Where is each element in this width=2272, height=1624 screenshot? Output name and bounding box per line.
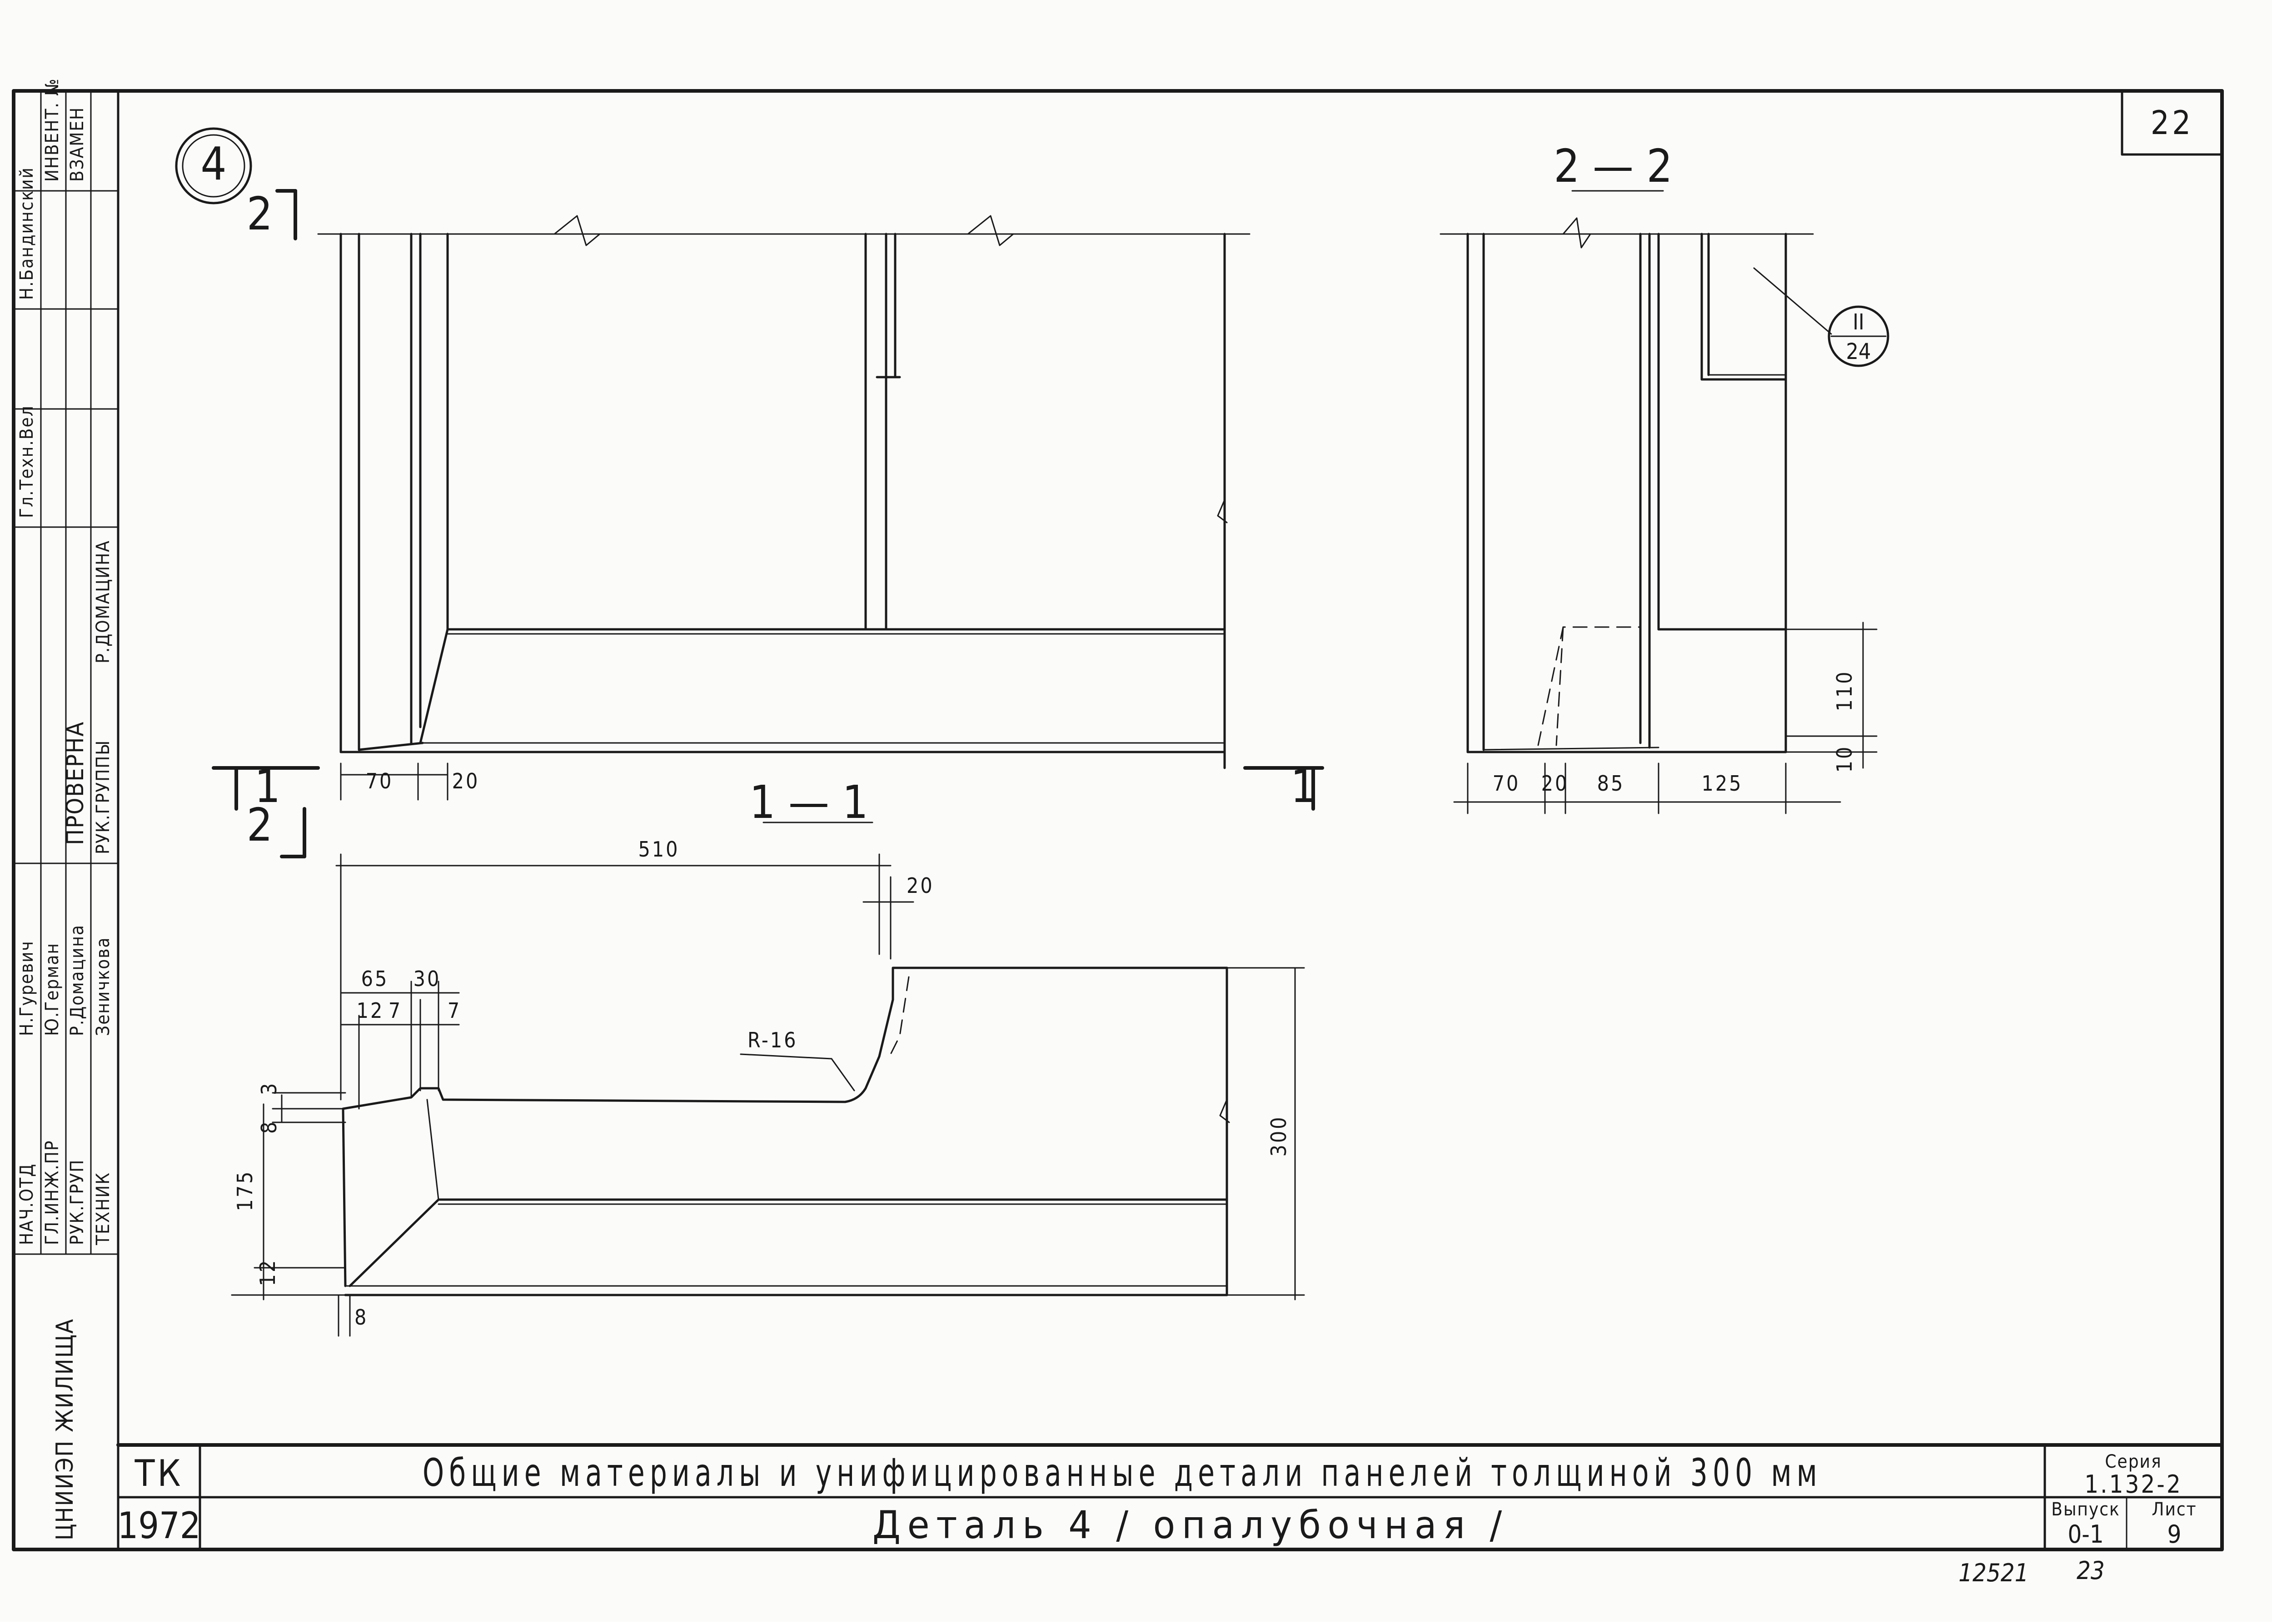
ref-denominator: 24 — [1846, 339, 1871, 364]
front-view: 2 70 20 1 — [212, 187, 1324, 858]
series-label: Серия — [2105, 1451, 2162, 1472]
stamp-row-3-name: Р.Домацина — [67, 924, 88, 1036]
s22-dim-10: 10 — [1832, 745, 1857, 773]
stamp-inv-label: ИНВЕНТ. № — [42, 78, 63, 182]
cut-2-bottom: 2 — [247, 798, 273, 852]
series-value: 1.132-2 — [2084, 1470, 2182, 1499]
sheet-value: 9 — [2167, 1520, 2182, 1549]
s11-dim-65: 65 — [361, 966, 389, 991]
front-dim-20: 20 — [452, 769, 480, 793]
issue-value: 0-1 — [2068, 1520, 2103, 1549]
stamp-row-3-role: РУК.ГРУП — [67, 1159, 88, 1245]
s11-dim-8a: 8 — [257, 1120, 281, 1134]
s11-dim-510: 510 — [638, 837, 680, 862]
detail-marker: 4 — [175, 127, 252, 204]
s11-radius: R-16 — [747, 1028, 797, 1052]
s11-dim-3: 3 — [257, 1081, 281, 1095]
stamp-row-1-role: НАЧ.ОТД — [16, 1163, 37, 1245]
s22-dim-125: 125 — [1702, 771, 1743, 796]
s22-dim-20: 20 — [1541, 771, 1569, 796]
s11-dim-8b: 8 — [354, 1305, 368, 1330]
section-1-1: 1 — 1 510 20 65 30 12 7 7 — [231, 776, 1305, 1337]
sheet-label: Лист — [2152, 1499, 2197, 1520]
section-2-2: 2 — 2 II 24 70 20 85 125 — [1440, 139, 1889, 814]
title-line-2: Деталь 4 / опалубочная / — [872, 1503, 1509, 1547]
stamp-row-4-role: ТЕХНИК — [93, 1172, 114, 1245]
stamp-row-2-name: Ю.Герман — [42, 942, 63, 1036]
sheet-frame: 22 — [12, 89, 2224, 1551]
cut-2-top: 2 — [247, 187, 273, 240]
s22-dim-70: 70 — [1493, 771, 1520, 796]
stamp-author-label: Н.Бандинский — [16, 167, 37, 300]
stamp-vzamen: ВЗАМЕН — [67, 107, 88, 182]
s11-dim-175: 175 — [233, 1170, 257, 1211]
year: 1972 — [117, 1504, 200, 1547]
s22-dim-110: 110 — [1832, 670, 1857, 712]
front-dim-70: 70 — [366, 769, 394, 793]
stamp-row-1-name: Н.Гуревич — [16, 940, 37, 1036]
stamp-org: ЦНИИЭП ЖИЛИЩА — [51, 1318, 79, 1540]
issue-label: Выпуск — [2051, 1499, 2120, 1520]
bottom-mark-2: 23 — [2077, 1556, 2105, 1585]
stamp-row-4-name: Зеничкова — [93, 937, 114, 1036]
section-2-2-title: 2 — 2 — [1554, 139, 1673, 193]
s22-dim-85: 85 — [1597, 771, 1625, 796]
s11-dim-20: 20 — [907, 873, 934, 898]
cut-1-right: 1 — [1290, 760, 1316, 813]
stamp-group-label: РУК.ГРУППЫ — [93, 740, 114, 854]
title-block: ТК 1972 Общие материалы и унифицированны… — [116, 1443, 2224, 1551]
stamp-author-sig: Гл.Техн.Вел — [16, 405, 37, 518]
cut-1-left: 1 — [254, 760, 280, 813]
detail-number: 4 — [200, 137, 226, 190]
s11-dim-12b: 12 — [255, 1259, 280, 1286]
s11-dim-7a: 7 — [389, 998, 402, 1023]
ref-numerator: II — [1853, 309, 1864, 335]
title-line-1: Общие материалы и унифицированные детали… — [423, 1450, 1822, 1495]
stamp-checked-by: Р.ДОМАЦИНА — [93, 540, 114, 663]
bottom-mark-1: 12521 — [1958, 1559, 2029, 1587]
s11-dim-300: 300 — [1266, 1116, 1291, 1157]
section-1-1-title: 1 — 1 — [749, 776, 868, 829]
s11-dim-30: 30 — [414, 966, 441, 991]
stamp-checked-label: ПРОВЕРНА — [62, 721, 89, 845]
stamp-row-2-role: ГЛ.ИНЖ.ПР — [42, 1140, 63, 1245]
sheet-number: 22 — [2151, 104, 2193, 142]
org-code: ТК — [134, 1452, 183, 1494]
s11-dim-7b: 7 — [448, 998, 461, 1023]
s11-dim-12: 12 — [357, 998, 384, 1023]
left-stamp: НАЧ.ОТД Н.Гуревич ГЛ.ИНЖ.ПР Ю.Герман РУК… — [13, 78, 119, 1540]
